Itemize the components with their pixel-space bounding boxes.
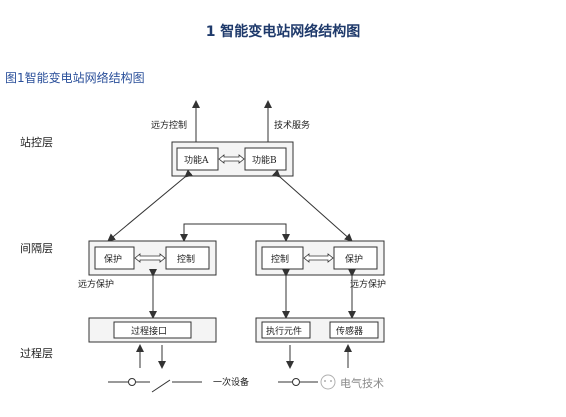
remote-protection-label-right: 远方保护 — [350, 278, 386, 290]
primary-equipment-line — [108, 378, 318, 393]
process-interface-box: 过程接口 — [88, 317, 217, 343]
primary-equipment-label: 一次设备 — [213, 376, 249, 388]
control-label-left: 控制 — [177, 253, 195, 265]
function-a-label: 功能A — [184, 154, 209, 166]
node-icon — [292, 378, 300, 386]
function-a-box — [176, 147, 219, 171]
double-arrow-icon — [303, 253, 334, 263]
function-b-box — [244, 147, 287, 171]
bay-left-box: 保护 控制 — [88, 240, 217, 276]
watermark-text: 电气技术 — [340, 376, 384, 390]
protection-box-left — [94, 246, 135, 270]
function-b-label: 功能B — [252, 154, 277, 166]
switch-icon — [151, 379, 171, 393]
figure-caption: 图1智能变电站网络结构图 — [5, 71, 145, 85]
layer-label-bay: 间隔层 — [20, 242, 53, 255]
page-heading: 1 智能变电站网络结构图 — [205, 24, 361, 40]
remote-control-label: 远方控制 — [151, 119, 187, 131]
sensor-label: 传感器 — [336, 325, 363, 337]
watermark-logo — [320, 374, 336, 390]
bay-interlink — [183, 223, 290, 242]
actuator-sensor-box: 执行元件 传感器 — [255, 317, 385, 343]
actuator-label: 执行元件 — [266, 325, 302, 337]
control-label-right: 控制 — [271, 253, 289, 265]
sensor-box — [329, 321, 379, 339]
bay-right-box: 控制 保护 — [255, 240, 385, 276]
protection-label-left: 保护 — [104, 253, 122, 265]
tech-service-label: 技术服务 — [274, 119, 310, 131]
layer-label-station: 站控层 — [20, 135, 53, 149]
node-icon — [128, 378, 136, 386]
remote-protection-label-left: 远方保护 — [78, 278, 114, 290]
station-bay-link-right — [272, 169, 353, 242]
station-bay-link-left — [107, 169, 193, 242]
process-interface-label: 过程接口 — [131, 325, 167, 337]
layer-label-process: 过程层 — [20, 347, 53, 360]
wechat-icon — [320, 374, 336, 390]
double-arrow-icon — [218, 154, 245, 164]
double-arrow-icon — [134, 253, 166, 263]
control-box-left — [165, 246, 210, 270]
protection-label-right: 保护 — [345, 253, 363, 265]
station-layer-box: 功能A 功能B — [171, 141, 294, 177]
actuator-box — [261, 321, 311, 339]
